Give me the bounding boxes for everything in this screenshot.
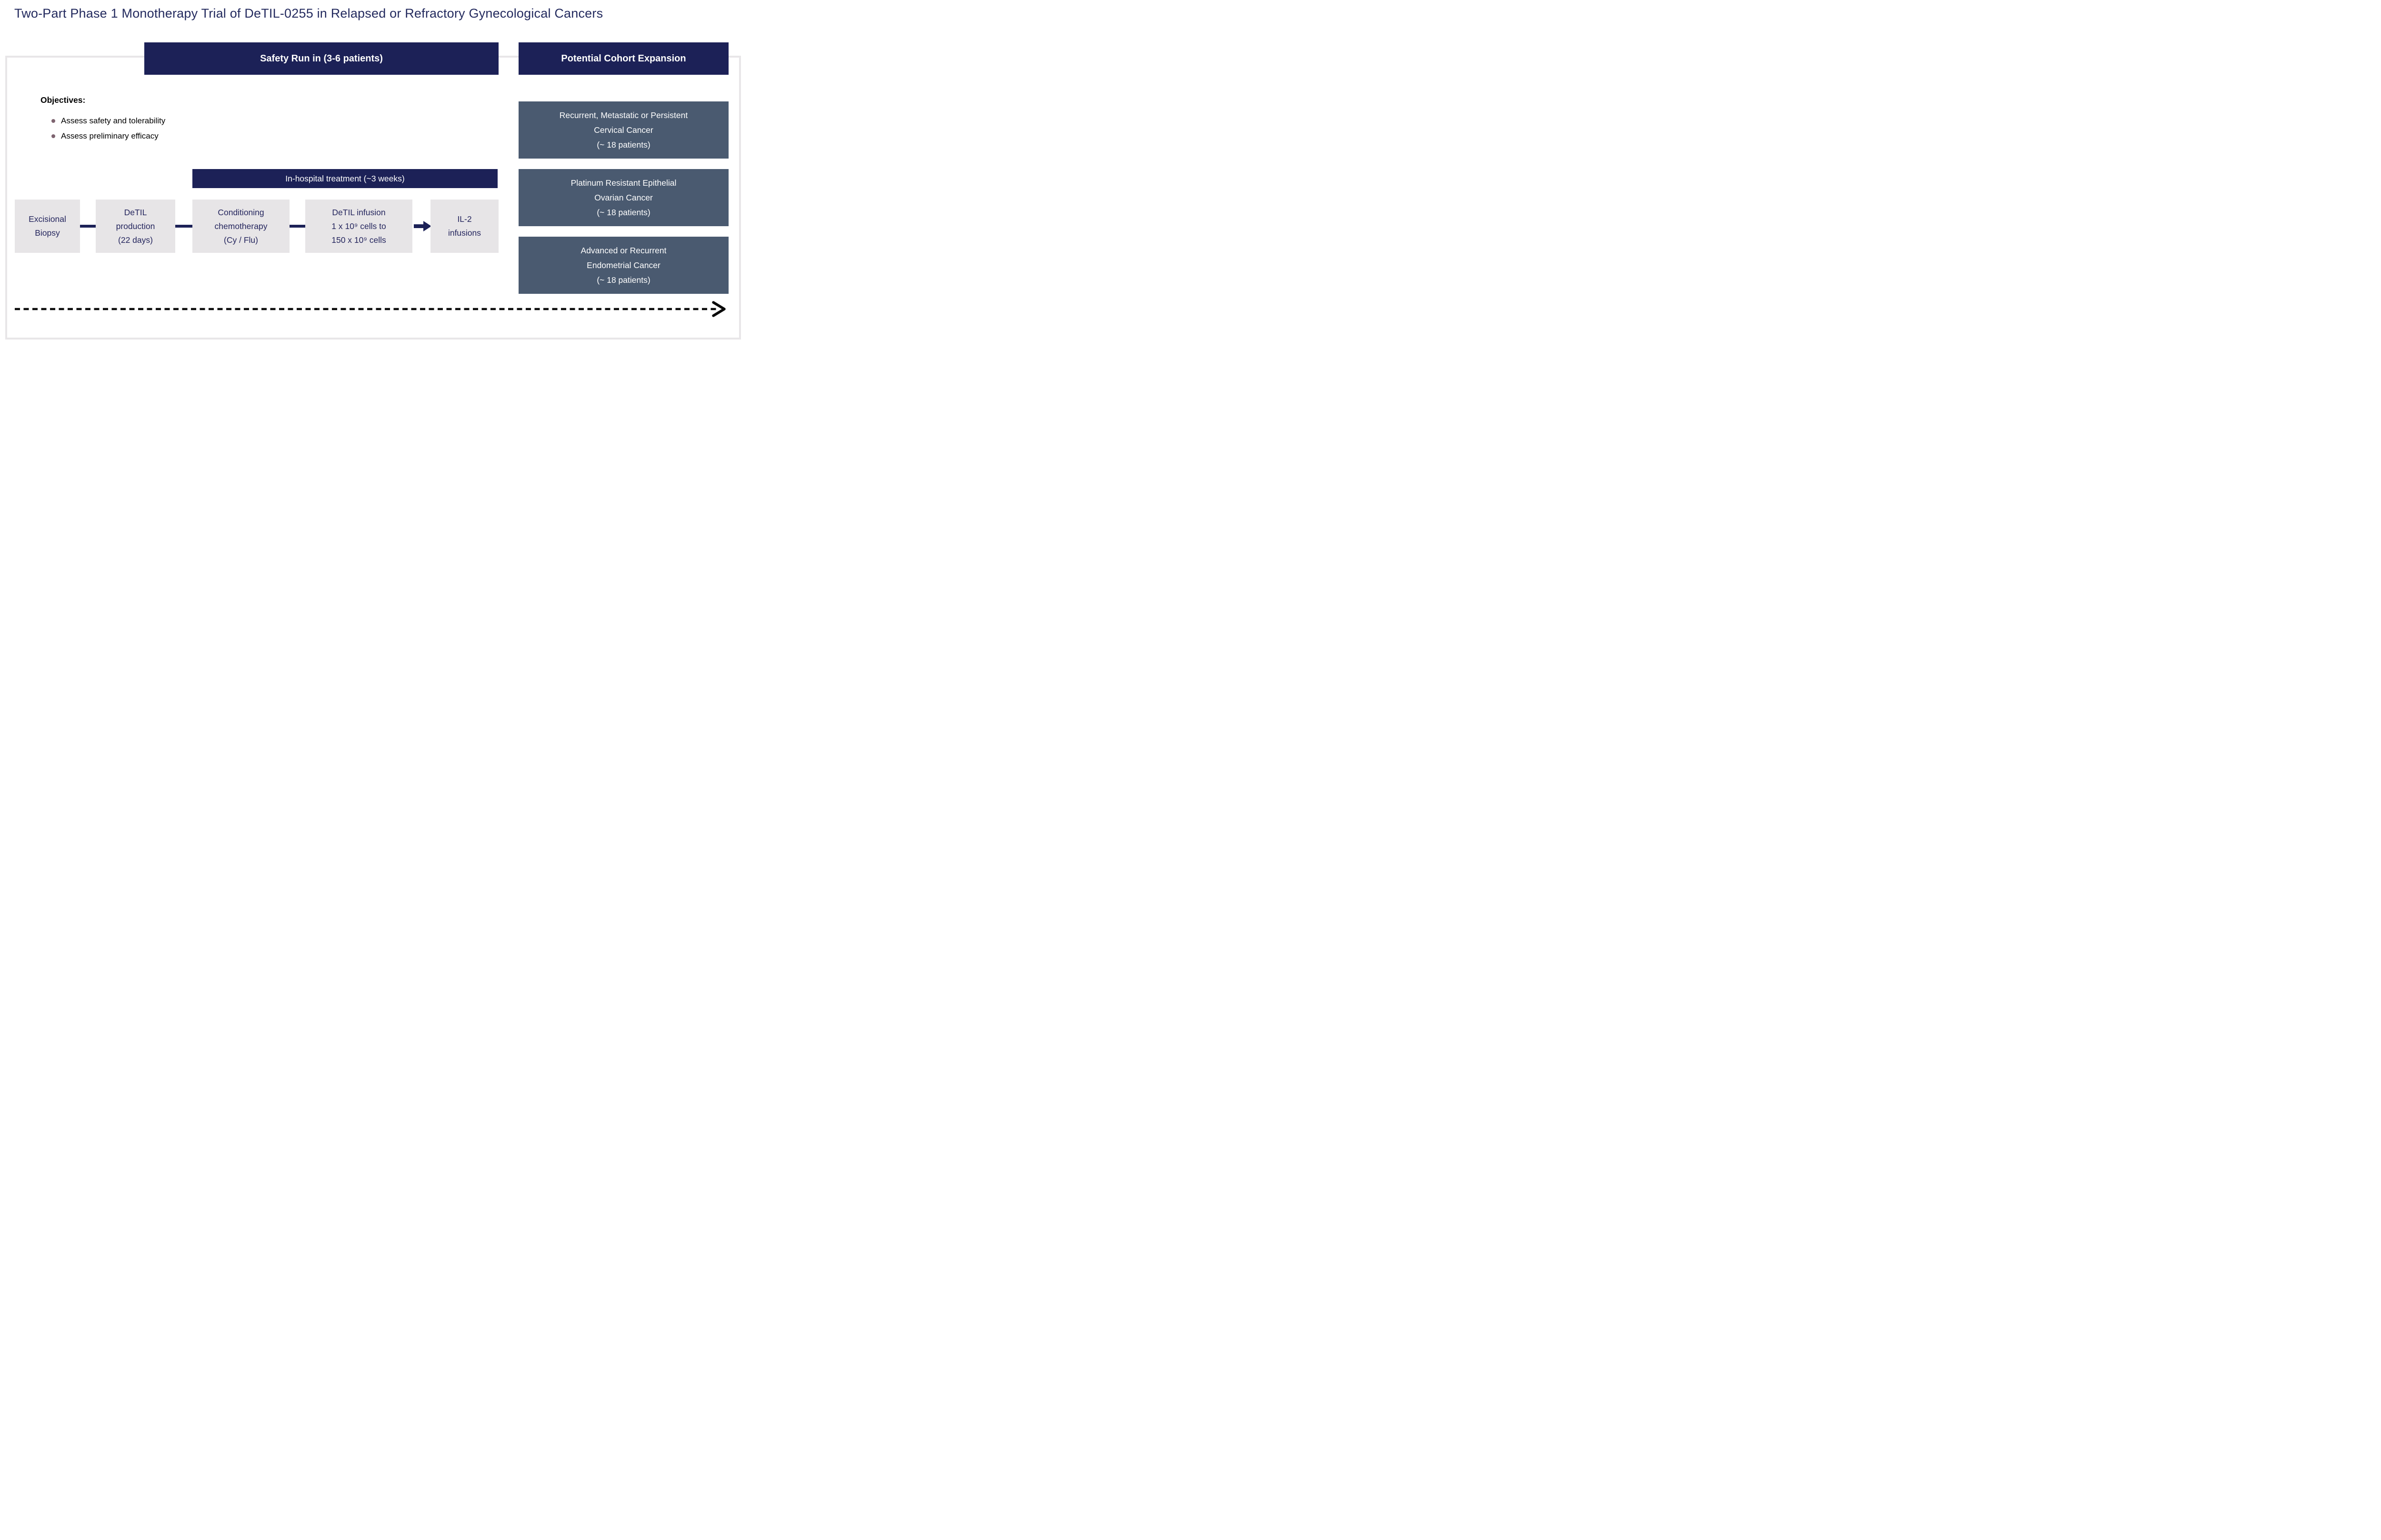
flow-connector (80, 225, 96, 228)
cohort-line: Ovarian Cancer (594, 192, 653, 202)
bullet-dot-icon (51, 119, 55, 123)
cohort-line: Endometrial Cancer (587, 260, 660, 270)
flow-connector (175, 225, 192, 228)
safety-run-in-header: Safety Run in (3-6 patients) (144, 42, 499, 75)
flow-step-line: (Cy / Flu) (224, 235, 258, 245)
flow-step-detil-infusion: DeTIL infusion 1 x 10⁹ cells to 150 x 10… (305, 200, 412, 253)
cohort-line: Cervical Cancer (594, 125, 653, 135)
flow-connector (290, 225, 305, 228)
flow-step-line: Excisional (29, 214, 66, 224)
safety-run-in-label: Safety Run in (3-6 patients) (260, 53, 383, 64)
flow-step-line: chemotherapy (214, 221, 268, 231)
cohort-ovarian-cancer: Platinum Resistant Epithelial Ovarian Ca… (519, 169, 729, 226)
flow-arrow-head-icon (423, 221, 431, 231)
flow-step-line: Biopsy (35, 228, 60, 238)
objective-item: Assess preliminary efficacy (51, 130, 159, 142)
flow-arrow-shaft (414, 224, 424, 228)
objective-text: Assess safety and tolerability (61, 116, 166, 125)
cohort-line: Platinum Resistant Epithelial (570, 178, 677, 188)
cohort-cervical-cancer: Recurrent, Metastatic or Persistent Cerv… (519, 101, 729, 159)
flow-step-line: (22 days) (118, 235, 153, 245)
flow-step-line: DeTIL (124, 207, 147, 217)
slide: Two-Part Phase 1 Monotherapy Trial of De… (0, 0, 743, 347)
objectives-heading: Objectives: (40, 95, 86, 105)
cohort-line: Advanced or Recurrent (580, 245, 667, 255)
cohort-line: (~ 18 patients) (597, 207, 650, 217)
cohort-endometrial-cancer: Advanced or Recurrent Endometrial Cancer… (519, 237, 729, 294)
flow-step-line: infusions (448, 228, 481, 238)
cohort-expansion-header: Potential Cohort Expansion (519, 42, 729, 75)
flow-step-detil-production: DeTIL production (22 days) (96, 200, 175, 253)
dashed-timeline-arrow-icon (15, 301, 726, 317)
flow-step-line: 150 x 10⁹ cells (331, 235, 386, 245)
flow-step-line: IL-2 (457, 214, 472, 224)
flow-step-line: DeTIL infusion (332, 207, 386, 217)
flow-step-line: Conditioning (218, 207, 264, 217)
flow-step-conditioning-chemotherapy: Conditioning chemotherapy (Cy / Flu) (192, 200, 290, 253)
page-title: Two-Part Phase 1 Monotherapy Trial of De… (14, 6, 603, 20)
cohort-line: (~ 18 patients) (597, 275, 650, 285)
bullet-dot-icon (51, 134, 55, 138)
cohort-line: Recurrent, Metastatic or Persistent (559, 110, 688, 120)
cohort-line: (~ 18 patients) (597, 140, 650, 150)
flow-step-excisional-biopsy: Excisional Biopsy (15, 200, 80, 253)
flow-step-il2-infusions: IL-2 infusions (430, 200, 499, 253)
in-hospital-treatment-label: In-hospital treatment (~3 weeks) (285, 173, 405, 183)
cohort-expansion-label: Potential Cohort Expansion (561, 53, 686, 64)
in-hospital-treatment-banner: In-hospital treatment (~3 weeks) (192, 169, 498, 188)
objective-text: Assess preliminary efficacy (61, 131, 159, 140)
objective-item: Assess safety and tolerability (51, 115, 165, 127)
flow-step-line: production (116, 221, 155, 231)
flow-step-line: 1 x 10⁹ cells to (331, 221, 386, 231)
